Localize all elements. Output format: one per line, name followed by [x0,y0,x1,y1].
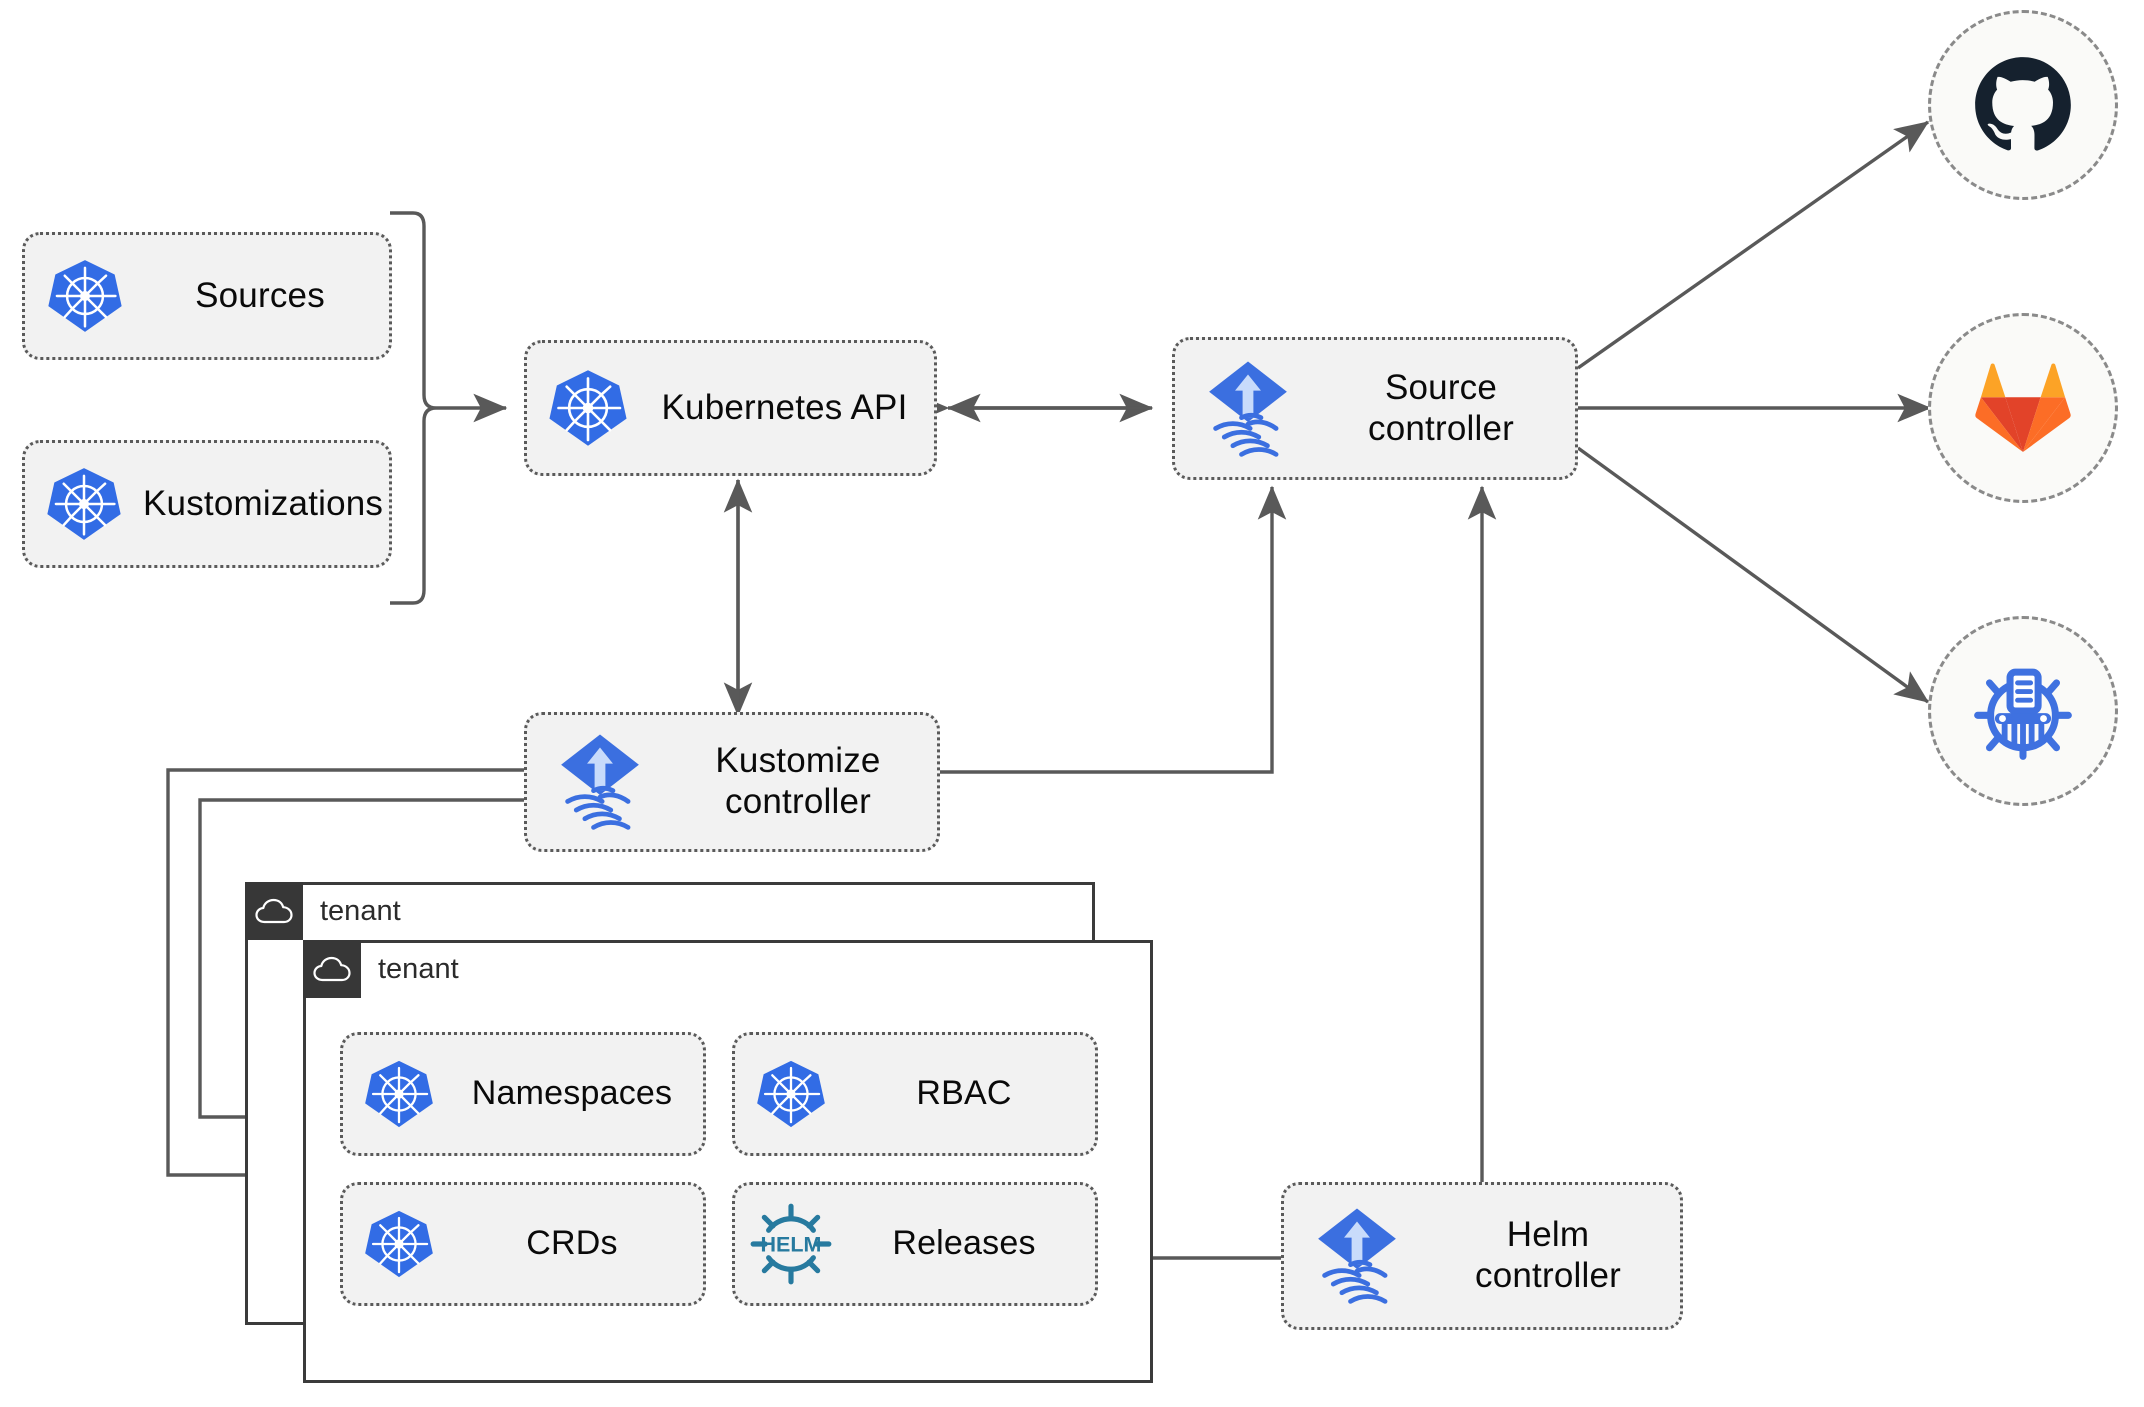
node-sources-label: Sources [195,275,325,315]
flux-icon [1284,1202,1430,1310]
node-kustomize-controller[interactable]: Kustomize controller [524,712,940,852]
tenant-tab-front [303,940,361,998]
tenant-tab-back [245,882,303,940]
endpoint-gitlab[interactable] [1928,313,2118,503]
node-crds-label: CRDs [526,1224,618,1263]
node-releases[interactable]: HELM Releases [732,1182,1098,1306]
node-releases-label: Releases [892,1224,1036,1263]
node-namespaces[interactable]: Namespaces [340,1032,706,1156]
node-kustomize-controller-label: Kustomize controller [715,741,881,821]
node-kustomizations-label: Kustomizations [143,483,384,523]
helm-icon: HELM [735,1201,847,1287]
tenant-container-front: tenant [303,940,1153,1383]
node-sources[interactable]: Sources [22,232,392,360]
node-kustomizations[interactable]: Kustomizations [22,440,392,568]
endpoint-chart-repository[interactable] [1928,616,2118,806]
tenant-label-front: tenant [378,952,459,985]
node-source-controller[interactable]: Source controller [1172,337,1578,480]
node-crds[interactable]: CRDs [340,1182,706,1306]
chart-repository-icon [1969,657,2077,765]
node-rbac[interactable]: RBAC [732,1032,1098,1156]
kubernetes-icon [25,465,143,543]
github-icon [1971,53,2075,157]
node-kubernetes-api-label: Kubernetes API [661,387,908,427]
tenant-label-back: tenant [320,894,401,927]
flux-icon [1175,355,1321,463]
kubernetes-icon [25,257,145,335]
node-namespaces-label: Namespaces [471,1074,673,1113]
kubernetes-icon [343,1058,455,1130]
kubernetes-icon [343,1208,455,1280]
node-helm-controller[interactable]: Helm controller [1281,1182,1683,1330]
cloud-icon [303,940,361,998]
kubernetes-icon [527,367,649,449]
gitlab-icon [1974,362,2072,454]
node-source-controller-label: Source controller [1368,367,1514,448]
node-helm-controller-label: Helm controller [1475,1215,1621,1295]
flux-icon [527,728,673,836]
endpoint-github[interactable] [1928,10,2118,200]
kubernetes-icon [735,1058,847,1130]
cloud-icon [245,882,303,940]
svg-text:HELM: HELM [761,1233,822,1257]
node-rbac-label: RBAC [916,1074,1012,1113]
node-kubernetes-api[interactable]: Kubernetes API [524,340,937,476]
